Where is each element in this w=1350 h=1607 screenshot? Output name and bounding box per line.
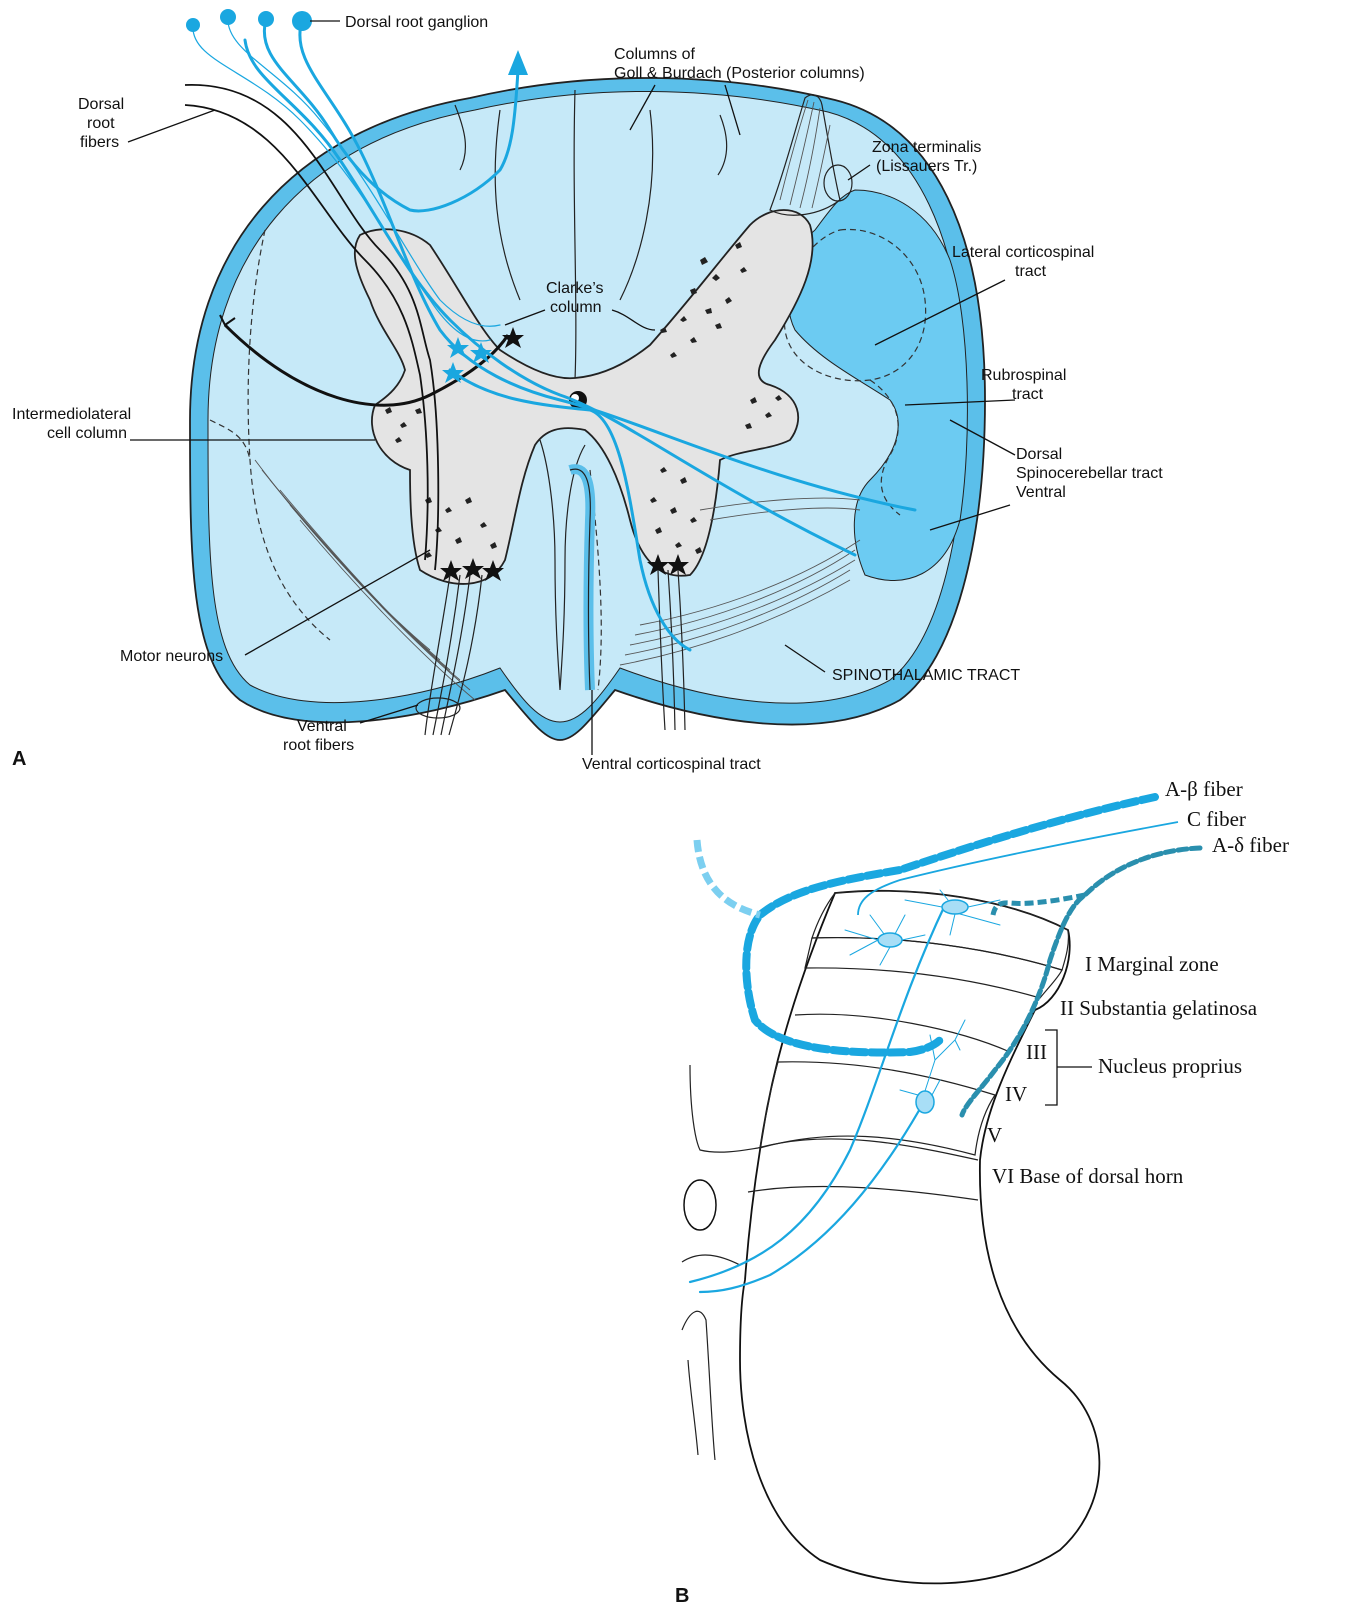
label-dorsal-root-fibers-3: fibers [80,134,119,151]
label-rubrospinal-1: Rubrospinal [981,367,1066,384]
dorsal-horn-outline [740,891,1099,1584]
label-lamina-iv: IV [1005,1082,1027,1106]
label-a-beta: A-β fiber [1165,777,1243,801]
label-intermediolateral-2: cell column [47,425,127,442]
label-motor-neurons: Motor neurons [120,648,223,665]
panel-b-diagram: A-β fiber C fiber A-δ fiber I Marginal z… [675,777,1289,1607]
label-lamina-vi: VI Base of dorsal horn [992,1164,1184,1188]
label-lamina-v: V [987,1123,1002,1147]
label-ventral: Ventral [1016,484,1066,501]
label-spinocerebellar: Spinocerebellar tract [1016,465,1163,482]
label-lateral-cst-1: Lateral corticospinal [952,244,1094,261]
label-columns-2: Goll & Burdach (Posterior columns) [614,65,865,82]
label-ventral-cst: Ventral corticospinal tract [582,756,761,773]
label-rubrospinal-2: tract [1012,386,1044,403]
label-nucleus-proprius: Nucleus proprius [1098,1054,1242,1078]
label-dorsal-root-fibers-1: Dorsal [78,96,124,113]
label-dorsal-root-fibers-2: root [87,115,115,132]
label-zona-2: (Lissauers Tr.) [876,158,977,175]
label-dorsal: Dorsal [1016,446,1062,463]
label-lamina-ii: II Substantia gelatinosa [1060,996,1258,1020]
label-intermediolateral-1: Intermediolateral [12,406,131,423]
label-lamina-iii: III [1026,1040,1047,1064]
label-ventral-root-2: root fibers [283,737,354,754]
label-clarkes-1: Clarke’s [546,280,604,297]
panel-a-diagram: Dorsal root ganglion Columns of Goll & B… [12,9,1163,773]
label-lamina-i: I Marginal zone [1085,952,1219,976]
panel-label-b: B [675,1585,689,1607]
panel-label-a: A [12,748,26,770]
label-clarkes-2: column [550,299,602,316]
label-a-delta: A-δ fiber [1212,833,1289,857]
label-lateral-cst-2: tract [1015,263,1047,280]
label-columns-1: Columns of [614,46,695,63]
label-zona-1: Zona terminalis [872,139,981,156]
label-c-fiber: C fiber [1187,807,1246,831]
label-dorsal-root-ganglion: Dorsal root ganglion [345,14,488,31]
label-spinothalamic: SPINOTHALAMIC TRACT [832,667,1020,684]
label-ventral-root-1: Ventral [297,718,347,735]
